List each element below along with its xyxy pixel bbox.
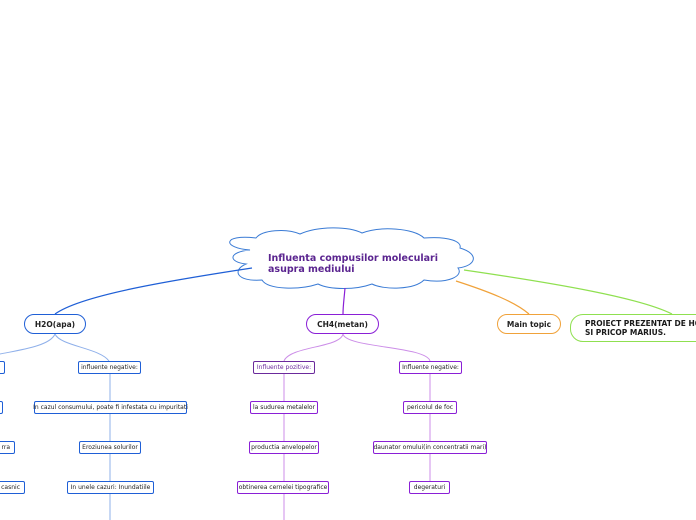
central-topic[interactable]: Influenta compusilor moleculari asupra m… [268,253,448,275]
topic-project-line2: SI PRICOP MARIUS. [585,328,667,337]
ch4-negative-item-3[interactable]: degeraturi [409,481,450,494]
central-cloud-shape [229,227,474,289]
ch4-positive-item-3[interactable]: obtinerea cernelei tipografice [237,481,329,494]
ch4-positive-header[interactable]: Influente pozitive: [253,361,315,374]
topic-project-line1: PROIECT PREZENTAT DE HO [585,319,696,328]
link-h2o-left [0,333,56,355]
link-h2o-negative [54,333,110,362]
topic-ch4[interactable]: CH4(metan) [306,314,379,334]
h2o-left-item-1[interactable] [0,361,5,374]
h2o-negative-item-1[interactable]: In cazul consumului, poate fi infestata … [33,401,188,414]
link-central-project [463,269,673,315]
h2o-negative-item-2[interactable]: Eroziunea solurilor [79,441,141,454]
ch4-positive-item-2[interactable]: productia anvelopelor [249,441,319,454]
h2o-left-item-3[interactable]: rra [0,441,15,454]
ch4-positive-item-1[interactable]: la sudurea metalelor [250,401,318,414]
link-central-main [455,280,530,315]
ch4-negative-item-1[interactable]: pericolul de foc [403,401,457,414]
h2o-left-item-2[interactable] [0,401,3,414]
central-topic-line1: Influenta compusilor moleculari [268,253,439,264]
h2o-negative-header[interactable]: influente negative: [78,361,141,374]
topic-h2o[interactable]: H2O(apa) [24,314,86,334]
central-topic-line2: asupra mediului [268,264,355,275]
ch4-negative-header[interactable]: Influente negative: [399,361,462,374]
ch4-negative-item-2[interactable]: daunator omului(in concentratii mari) [373,441,487,454]
h2o-negative-item-3[interactable]: In unele cazuri: Inundatiile [67,481,154,494]
link-ch4-positive [283,333,344,362]
link-ch4-negative [342,333,431,362]
link-central-h2o [54,267,253,315]
topic-project[interactable]: PROIECT PREZENTAT DE HO SI PRICOP MARIUS… [570,314,696,342]
h2o-left-item-4[interactable]: casnic [0,481,25,494]
topic-main[interactable]: Main topic [497,314,561,334]
link-central-ch4 [342,287,346,315]
